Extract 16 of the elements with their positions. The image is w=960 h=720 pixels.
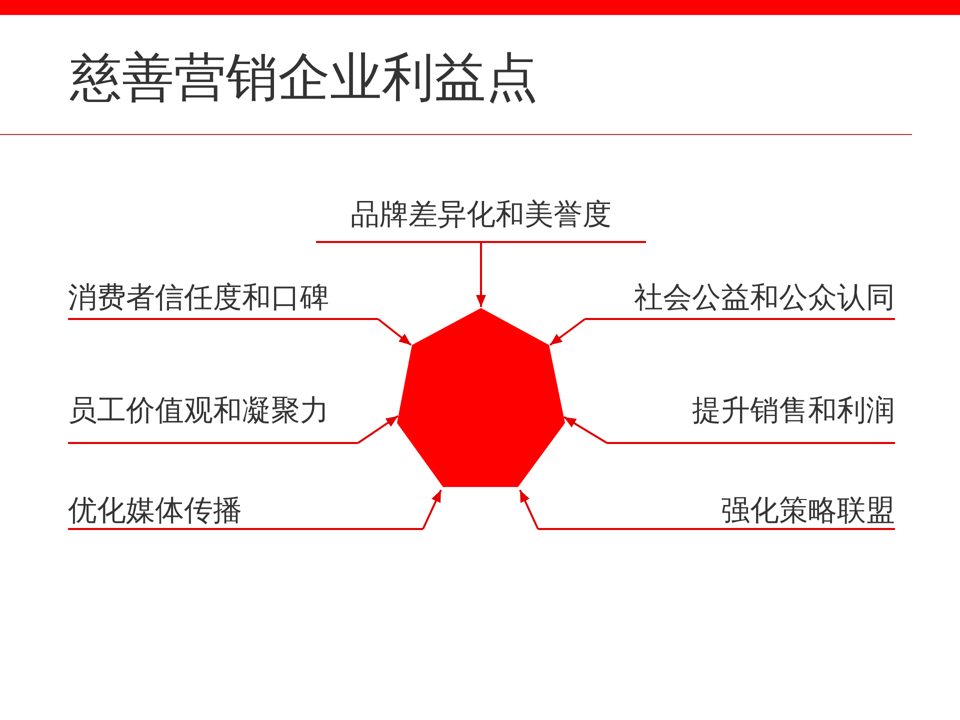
underlined-label: 强化策略联盟 [538, 496, 895, 530]
arrow [377, 318, 412, 346]
arrow [563, 416, 608, 444]
arrow [357, 415, 399, 444]
arrow [476, 243, 486, 307]
underlined-label: 提升销售和利润 [607, 396, 895, 444]
underlined-label: 消费者信任度和口碑 [68, 283, 378, 320]
arrow [422, 490, 442, 530]
arrow [549, 318, 586, 346]
underlined-label: 品牌差异化和美誉度 [316, 200, 646, 243]
underlined-label: 优化媒体传播 [68, 496, 423, 530]
underlined-label: 员工价值观和凝聚力 [68, 396, 358, 444]
underlined-label: 社会公益和公众认同 [585, 283, 895, 320]
slide-title: 慈善营销企业利益点 [70, 48, 538, 108]
arrow [519, 490, 539, 530]
heptagon-shape [397, 308, 565, 487]
